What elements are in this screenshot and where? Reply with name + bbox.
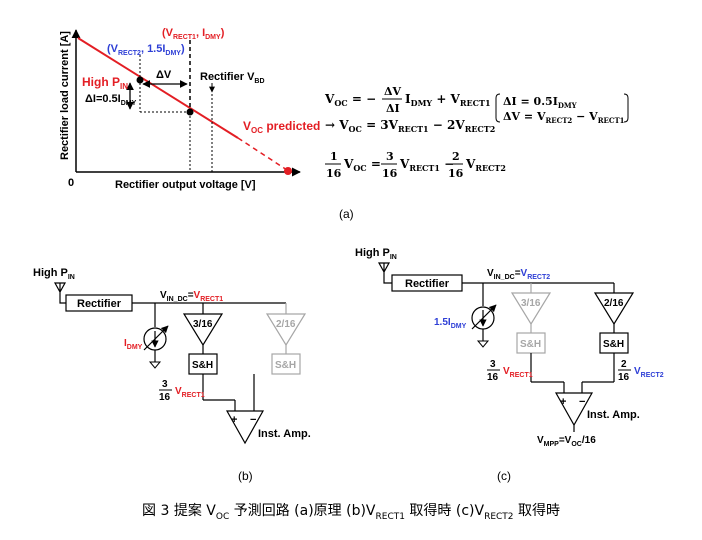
- b-frac-num: 3: [162, 379, 168, 390]
- eq3-d1: 16: [326, 167, 342, 180]
- c-frac2-v: VRECT2: [634, 366, 664, 379]
- eq3-n1: 1: [330, 150, 338, 163]
- b-sh2-box: [271, 353, 301, 375]
- eq3-v1: VRECT1 −: [399, 157, 454, 173]
- iv-line-dashed: [237, 137, 288, 171]
- equations: VOC = − ΔV ΔI IDMY + VRECT1 ΔI = 0.5IDMY…: [324, 85, 629, 180]
- eq3-v2: VRECT2: [465, 157, 506, 173]
- eq3-voc: VOC =: [343, 157, 381, 173]
- caption-sub-3: RECT2: [484, 511, 514, 522]
- eq1-rest: IDMY + VRECT1: [405, 92, 491, 108]
- b-frac-den: 16: [159, 392, 171, 403]
- voc-predicted-label: VOC predicted: [243, 119, 320, 135]
- bracket-line2: ΔV = VRECT2 − VRECT1: [503, 110, 625, 125]
- b-amp2: [265, 313, 307, 347]
- c-frac2-num: 2: [621, 359, 627, 370]
- bracket-right: [623, 93, 629, 123]
- c-amp2: [593, 292, 635, 326]
- panel-b-circuit: High PIN Rectifier VIN_DC=VRECT1 IDMY 3/…: [33, 267, 311, 445]
- iv-line-solid: [77, 37, 239, 139]
- c-frac1-v: VRECT1: [503, 366, 533, 379]
- eq3-d3: 16: [448, 167, 464, 180]
- panel-a-label: (a): [339, 207, 354, 221]
- b-sh2-label: S&H: [275, 360, 296, 371]
- b-frac-v: VRECT1: [175, 386, 205, 399]
- c-high-pin: High PIN: [355, 247, 397, 261]
- c-ia-plus: +: [560, 396, 566, 408]
- c-amp1: [510, 292, 552, 326]
- c-vin-label: VIN_DC=VRECT2: [487, 268, 550, 281]
- delta-i-label: ΔI=0.5IDMY: [85, 93, 137, 107]
- y-axis-label: Rectifier load current [A]: [59, 31, 71, 160]
- b-amp2-label: 2/16: [276, 319, 296, 330]
- b-ia-plus: +: [231, 414, 237, 426]
- c-sh2-label: S&H: [603, 339, 624, 350]
- bracket-line1: ΔI = 0.5IDMY: [503, 95, 578, 110]
- c-frac2-den: 16: [618, 372, 630, 383]
- b-amp1: [182, 313, 224, 347]
- b-rectifier-label: Rectifier: [77, 298, 122, 310]
- x-axis-label: Rectifier output voltage [V]: [115, 179, 256, 191]
- eq1-num: ΔV: [384, 85, 402, 98]
- b-amp1-label: 3/16: [193, 319, 213, 330]
- b-ground: [148, 361, 162, 369]
- c-isrc-variable: [471, 304, 497, 330]
- b-sh1-label: S&H: [192, 360, 213, 371]
- panel-c-label: (c): [497, 469, 511, 483]
- c-ia-minus: −: [579, 396, 585, 408]
- b-isrc-variable: [143, 325, 169, 351]
- caption-part-1: 図 3 提案 V: [142, 503, 216, 519]
- high-pin-label: High PIN: [82, 75, 128, 91]
- b-high-pin: High PIN: [33, 267, 75, 281]
- eq1: VOC = −: [324, 92, 376, 108]
- vrect2-point-label: (VRECT2, 1.5IDMY): [107, 43, 185, 57]
- eq3-n2: 3: [386, 150, 394, 163]
- panel-c-circuit: High PIN Rectifier VIN_DC=VRECT2 1.5IDMY…: [355, 247, 664, 448]
- c-frac1-den: 16: [487, 372, 499, 383]
- panel-b-label: (b): [238, 469, 253, 483]
- panel-a-graph: Rectifier load current [A] Rectifier out…: [59, 27, 320, 191]
- caption-part-4: 取得時: [513, 503, 560, 519]
- c-inst-amp-label: Inst. Amp.: [587, 409, 640, 421]
- bracket-left: [495, 93, 501, 123]
- c-frac1-num: 3: [490, 359, 496, 370]
- c-amp1-label: 3/16: [521, 298, 541, 309]
- eq2: → VOC = 3VRECT1 − 2VRECT2: [325, 118, 495, 134]
- c-amp2-label: 2/16: [604, 298, 624, 309]
- c-vmpp-label: VMPP=VOC/16: [537, 435, 596, 448]
- b-vin-label: VIN_DC=VRECT1: [160, 290, 223, 303]
- delta-v-label: ΔV: [156, 69, 172, 81]
- eq3-n3: 2: [452, 150, 460, 163]
- b-inst-amp: [225, 410, 265, 445]
- rectifier-vbd-label: Rectifier VBD: [200, 71, 265, 85]
- origin-label: 0: [68, 177, 74, 189]
- caption-part-2: 予測回路 (a)原理 (b)V: [229, 503, 376, 519]
- b-antenna: [53, 282, 67, 304]
- vrect1-point-label: (VRECT1, IDMY): [162, 27, 225, 41]
- c-sh1-label: S&H: [520, 339, 541, 350]
- c-inst-amp: [554, 392, 594, 427]
- eq3-d2: 16: [382, 167, 398, 180]
- figure-caption: 図 3 提案 VOC 予測回路 (a)原理 (b)VRECT1 取得時 (c)V…: [0, 500, 702, 522]
- c-ground: [476, 340, 490, 348]
- caption-sub-2: RECT1: [375, 511, 405, 522]
- c-rectifier-label: Rectifier: [405, 278, 450, 290]
- b-ia-minus: −: [250, 414, 256, 426]
- caption-part-3: 取得時 (c)V: [404, 503, 485, 519]
- c-idmy-label: 1.5IDMY: [434, 317, 467, 330]
- c-antenna: [377, 262, 392, 284]
- eq1-den: ΔI: [386, 102, 400, 115]
- b-inst-amp-label: Inst. Amp.: [258, 428, 311, 440]
- voc-predicted-point: [284, 167, 292, 175]
- b-idmy-label: IDMY: [124, 338, 143, 351]
- caption-sub-1: OC: [215, 511, 230, 522]
